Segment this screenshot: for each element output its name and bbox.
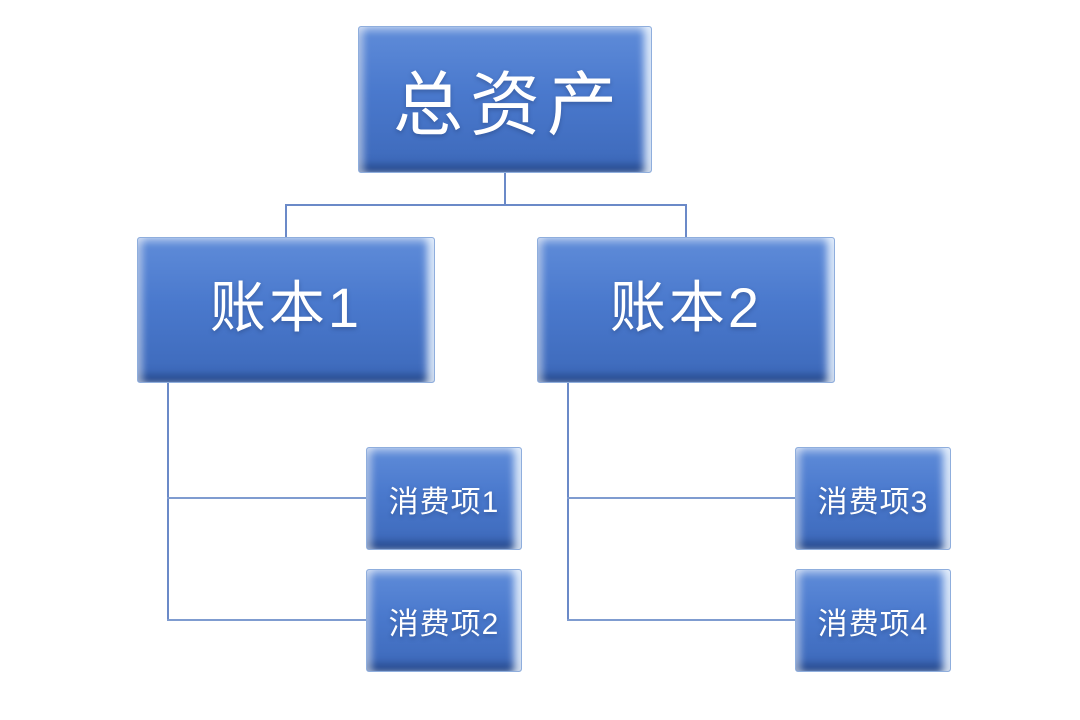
node-ledger-1-label: 账本1 [209, 275, 363, 339]
connector-ledger-2-rail [567, 383, 569, 621]
connector-drop-ledger-2 [685, 204, 687, 237]
node-ledger-2: 账本2 [537, 237, 835, 383]
connector-root-stub [504, 173, 506, 205]
connector-branch-leaf-3 [567, 497, 795, 499]
node-ledger-1: 账本1 [137, 237, 435, 383]
node-expense-item-3: 消费项3 [795, 447, 951, 550]
node-expense-item-1: 消费项1 [366, 447, 522, 550]
node-expense-item-1-label: 消费项1 [388, 485, 500, 519]
connector-branch-leaf-4 [567, 619, 795, 621]
node-total-assets: 总资产 [358, 26, 652, 173]
node-expense-item-2-label: 消费项2 [388, 607, 500, 641]
node-total-assets-label: 总资产 [393, 66, 624, 144]
connector-top-bar [285, 204, 687, 206]
connector-branch-leaf-2 [167, 619, 366, 621]
node-expense-item-4: 消费项4 [795, 569, 951, 672]
node-expense-item-2: 消费项2 [366, 569, 522, 672]
connector-branch-leaf-1 [167, 497, 366, 499]
connector-ledger-1-rail [167, 383, 169, 621]
node-expense-item-4-label: 消费项4 [817, 607, 929, 641]
node-ledger-2-label: 账本2 [609, 275, 763, 339]
connector-drop-ledger-1 [285, 204, 287, 237]
node-expense-item-3-label: 消费项3 [817, 485, 929, 519]
